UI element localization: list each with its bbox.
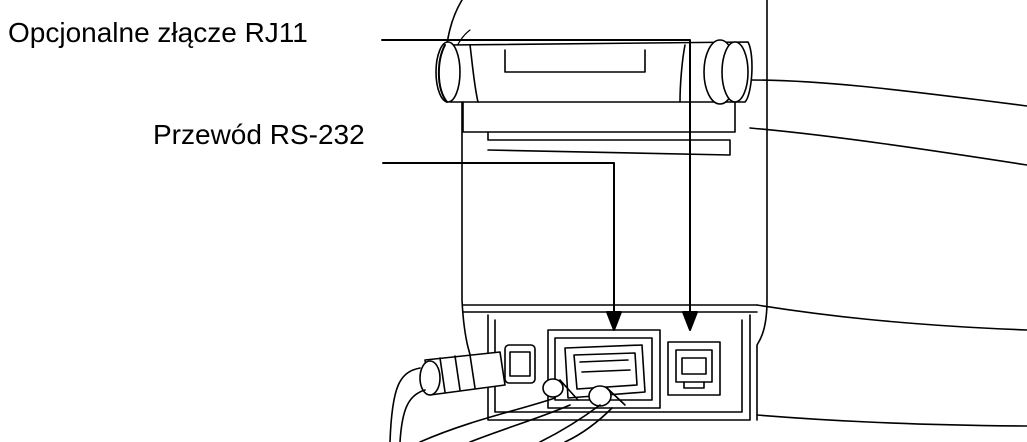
rj11-connector-label: Opcjonalne złącze RJ11 bbox=[8, 17, 308, 48]
callout-leaders bbox=[381, 39, 698, 331]
rs232-cable-label: Przewód RS-232 bbox=[153, 119, 365, 150]
paper-roller-cover bbox=[435, 39, 753, 156]
cables bbox=[389, 351, 613, 442]
rs232-plug bbox=[542, 344, 646, 407]
